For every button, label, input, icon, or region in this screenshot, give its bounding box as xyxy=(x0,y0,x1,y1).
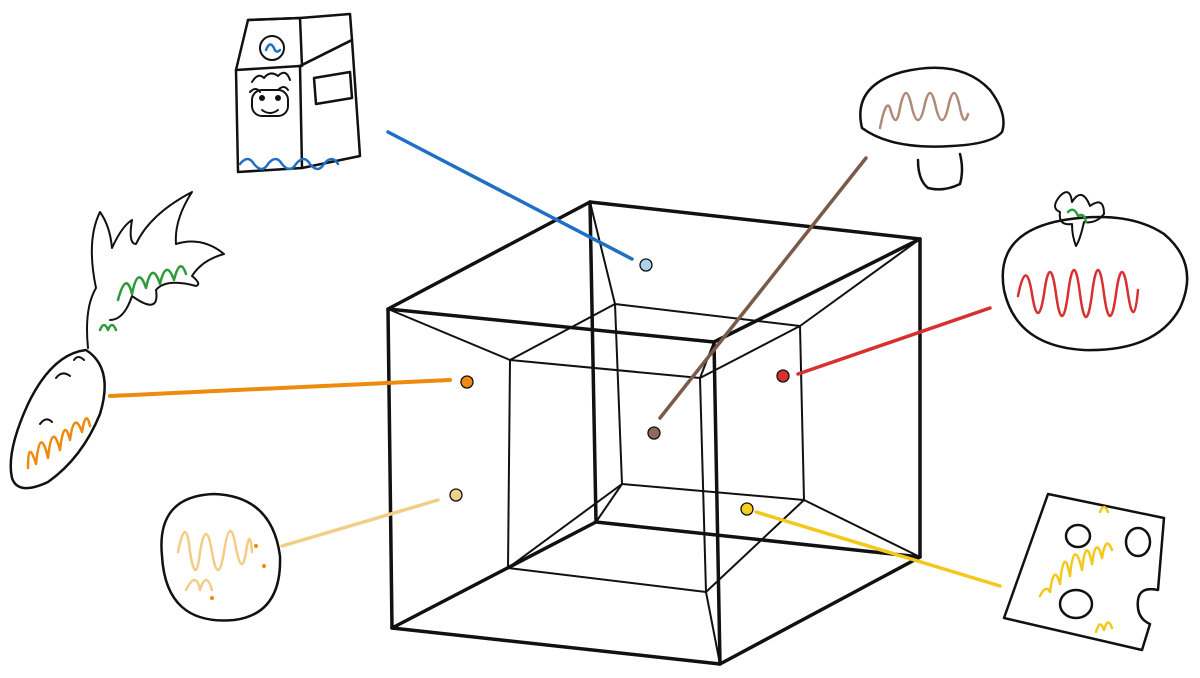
inner-edges xyxy=(507,303,805,593)
egg-icon xyxy=(160,492,282,622)
cheese-leader-line xyxy=(754,510,1002,588)
cheese-icon xyxy=(1002,492,1166,652)
mushroom-leader-line xyxy=(658,156,868,420)
tomato-icon xyxy=(1001,191,1189,352)
cheese-node[interactable] xyxy=(740,502,754,516)
milk-node[interactable] xyxy=(639,258,653,272)
carrot-icon xyxy=(9,191,225,490)
carrot-node[interactable] xyxy=(460,375,474,389)
outer-edges xyxy=(386,200,922,666)
outer-front-face xyxy=(386,307,722,666)
egg-leader-line xyxy=(280,498,440,548)
tomato-node[interactable] xyxy=(776,369,790,383)
milk-leader-line xyxy=(386,130,634,261)
mushroom-icon xyxy=(859,66,1005,191)
egg-node[interactable] xyxy=(449,488,463,502)
mushroom-node[interactable] xyxy=(647,426,661,440)
tomato-leader-line xyxy=(796,306,992,376)
outer-back-face xyxy=(588,200,922,559)
carrot-leader-line xyxy=(108,378,452,398)
milk-carton-icon xyxy=(234,12,362,174)
